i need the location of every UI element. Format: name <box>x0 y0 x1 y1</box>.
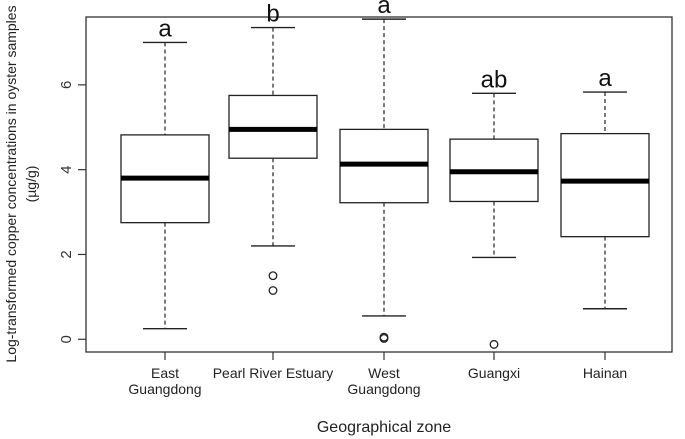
y-tick-label-0: 0 <box>58 335 75 343</box>
x-category-label-2-line-0: West <box>368 365 400 381</box>
y-tick-label-1: 2 <box>58 250 75 258</box>
x-category-label-0-line-1: Guangdong <box>128 381 201 397</box>
y-axis-title-line-2: (µg/g) <box>23 166 39 203</box>
x-axis-title: Geographical zone <box>317 419 451 436</box>
y-axis-title-line-1: Log-transformed copper concentrations in… <box>3 5 19 362</box>
y-tick-label-2: 4 <box>58 165 75 173</box>
outlier-point-1 <box>268 286 278 295</box>
significance-letter: a <box>158 15 172 42</box>
x-category-label-3-line-0: Guangxi <box>468 365 520 381</box>
significance-letter: ab <box>481 66 508 93</box>
box-1: b <box>228 1 318 295</box>
box-0: a <box>120 15 210 330</box>
iqr-box <box>228 94 318 159</box>
significance-letter: a <box>377 0 391 19</box>
box-2: a <box>339 0 429 343</box>
outlier-point-0 <box>268 271 278 281</box>
box-4: a <box>560 65 650 310</box>
significance-letter: b <box>266 1 279 28</box>
box-3: ab <box>449 66 539 349</box>
x-category-label-2-line-1: Guangdong <box>347 381 420 397</box>
x-category-label-0-line-0: East <box>151 365 179 381</box>
x-category-label-4-line-0: Hainan <box>583 365 627 381</box>
y-tick-label-3: 6 <box>58 81 75 89</box>
x-category-label-1-line-0: Pearl River Estuary <box>213 365 334 381</box>
significance-letter: a <box>598 65 612 92</box>
y-axis: 0 2 4 6 <box>58 81 86 343</box>
plot-frame <box>85 16 673 353</box>
iqr-box <box>560 132 650 238</box>
outlier-point-1 <box>379 333 389 343</box>
outlier-point-0 <box>489 339 499 349</box>
